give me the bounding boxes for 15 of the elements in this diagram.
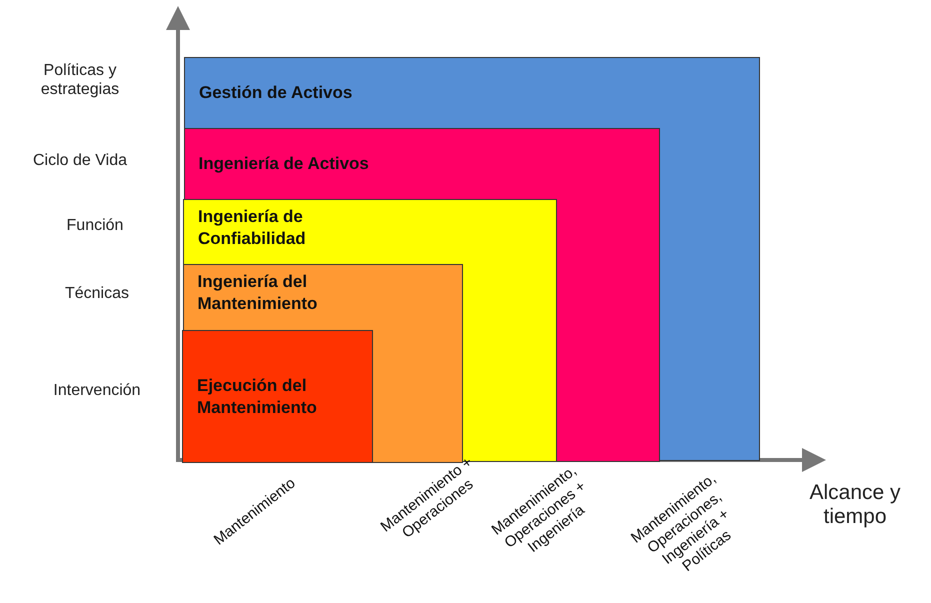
area-title: Gestión de Activos — [199, 82, 354, 104]
area-title: Ingeniería de Activos — [198, 152, 370, 174]
y-axis-category-label: Intervención — [52, 380, 142, 400]
nested-area-box — [184, 57, 760, 461]
y-axis-category-label: Políticas y estrategias — [40, 61, 120, 99]
area-title: Ingeniería del Mantenimiento — [198, 270, 318, 314]
area-title: Ejecución del Mantenimiento — [197, 375, 318, 419]
area-title: Ingeniería de Confiabilidad — [198, 206, 307, 250]
y-axis-category-label: Función — [66, 216, 124, 234]
nested-area-box — [182, 264, 462, 462]
axis-title: Alcance y tiempo — [808, 481, 902, 529]
y-axis-category-label: Técnicas — [64, 284, 130, 302]
y-axis-category-label: Ciclo de Vida — [32, 150, 128, 170]
nested-area-box — [184, 128, 660, 462]
nested-area-box — [182, 330, 373, 463]
